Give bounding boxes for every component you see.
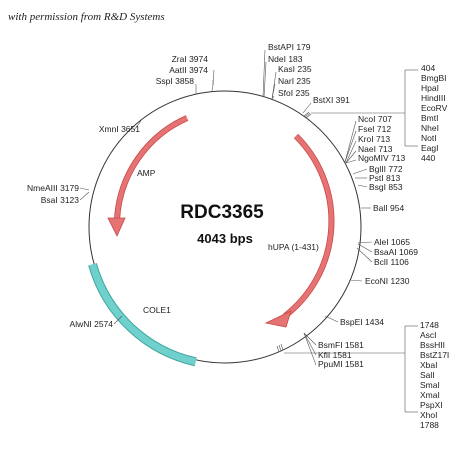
cluster2-enzyme: XbaI: [420, 360, 438, 370]
site-label-nari: NarI 235: [278, 76, 311, 86]
cluster1-start: 404: [421, 63, 435, 73]
cole1-label: COLE1: [143, 305, 171, 315]
cluster1-enzyme: EagI: [421, 143, 439, 153]
site-label-bcli: BclI 1106: [374, 257, 409, 267]
cluster2-enzyme: BssHII: [420, 340, 445, 350]
site-label-bspei: BspEI 1434: [340, 317, 384, 327]
cluster1-enzyme: HindIII: [421, 93, 446, 103]
site-label-bsai: BsaI 3123: [41, 195, 80, 205]
site-label-sspi: SspI 3858: [156, 76, 195, 86]
plasmid-size: 4043 bps: [197, 231, 253, 246]
site-group-top-left: ZraI 3974 AatII 3974 SspI 3858: [156, 54, 215, 94]
site-label-alwni: AlwNI 2574: [70, 319, 114, 329]
amp-arrowhead: [107, 217, 126, 237]
cluster1-enzyme: BmtI: [421, 113, 438, 123]
plasmid-name: RDC3365: [180, 202, 264, 223]
site-group-right: BstXI 391 NcoI 707 FseI 712 KroI 713 Nae…: [302, 95, 418, 369]
amp-arrow-body-fill: [114, 115, 188, 221]
cluster1-enzyme: BmgBI: [421, 73, 447, 83]
cluster2-ticks: [276, 343, 284, 353]
cluster1-end: 440: [421, 153, 435, 163]
site-label-kroi: KroI 713: [358, 134, 390, 144]
cluster1-enzyme: HpaI: [421, 83, 439, 93]
hupa-arrowhead: [264, 310, 292, 328]
site-label-ngomiv: NgoMIV 713: [358, 153, 406, 163]
cluster2-enzyme: AscI: [420, 330, 437, 340]
site-label-econi: EcoNI 1230: [365, 276, 410, 286]
site-label-kfli: KflI 1581: [318, 350, 352, 360]
amp-label: AMP: [137, 168, 156, 178]
site-label-alei: AleI 1065: [374, 237, 410, 247]
cluster2-enzyme: PspXI: [420, 400, 443, 410]
site-label-bali: BalI 954: [373, 203, 404, 213]
site-label-bglii: BglII 772: [369, 164, 403, 174]
site-label-bstxi: BstXI 391: [313, 95, 350, 105]
hupa-arrow-body-fill: [283, 134, 334, 318]
site-group-top-right: BstAPI 179 NdeI 183 KasI 235 NarI 235 Sf…: [262, 42, 312, 100]
cluster2-enzyme: XhoI: [420, 410, 438, 420]
cole1-feature-fill: [89, 263, 197, 366]
site-label-sfoi: SfoI 235: [278, 88, 310, 98]
hupa-label: hUPA (1-431): [268, 242, 319, 252]
site-label-nmeaiii: NmeAIII 3179: [27, 183, 79, 193]
cluster2-enzyme: BstZ17I: [420, 350, 449, 360]
cluster2-enzyme: XmaI: [420, 390, 440, 400]
cluster1-enzyme: EcoRV: [421, 103, 448, 113]
permission-note: with permission from R&D Systems: [8, 11, 165, 23]
cluster1-enzyme: NheI: [421, 123, 439, 133]
site-label-fsei: FseI 712: [358, 124, 391, 134]
site-label-zrai: ZraI 3974: [172, 54, 209, 64]
site-label-bstapi: BstAPI 179: [268, 42, 311, 52]
cluster2-end: 1788: [420, 420, 439, 430]
site-label-xmni: XmnI 3651: [99, 124, 140, 134]
cluster2-enzyme: SmaI: [420, 380, 440, 390]
site-label-bsaai: BsaAI 1069: [374, 247, 418, 257]
cluster1-enzyme: NotI: [421, 133, 437, 143]
cluster2-start: 1748: [420, 320, 439, 330]
site-label-ndei: NdeI 183: [268, 54, 303, 64]
cluster2-enzyme: SalI: [420, 370, 435, 380]
site-label-bsmfi: BsmFI 1581: [318, 340, 364, 350]
site-label-kasi: KasI 235: [278, 64, 312, 74]
site-label-bsgi: BsgI 853: [369, 182, 403, 192]
site-label-aatii: AatII 3974: [169, 65, 208, 75]
cluster1-ticks: [303, 111, 312, 119]
site-cluster-404-440: 404 BmgBI HpaI HindIII EcoRV BmtI NheI N…: [311, 63, 448, 163]
site-label-ncoi: NcoI 707: [358, 114, 392, 124]
site-label-psti: PstI 813: [369, 173, 400, 183]
site-cluster-1748-1788: 1748 AscI BssHII BstZ17I XbaI SalI SmaI …: [284, 320, 449, 430]
site-label-naei: NaeI 713: [358, 144, 393, 154]
site-label-ppumi: PpuMI 1581: [318, 359, 364, 369]
site-group-left: XmnI 3651 NmeAIII 3179 BsaI 3123 AlwNI 2…: [27, 120, 142, 329]
plasmid-backbone: [88, 90, 362, 364]
